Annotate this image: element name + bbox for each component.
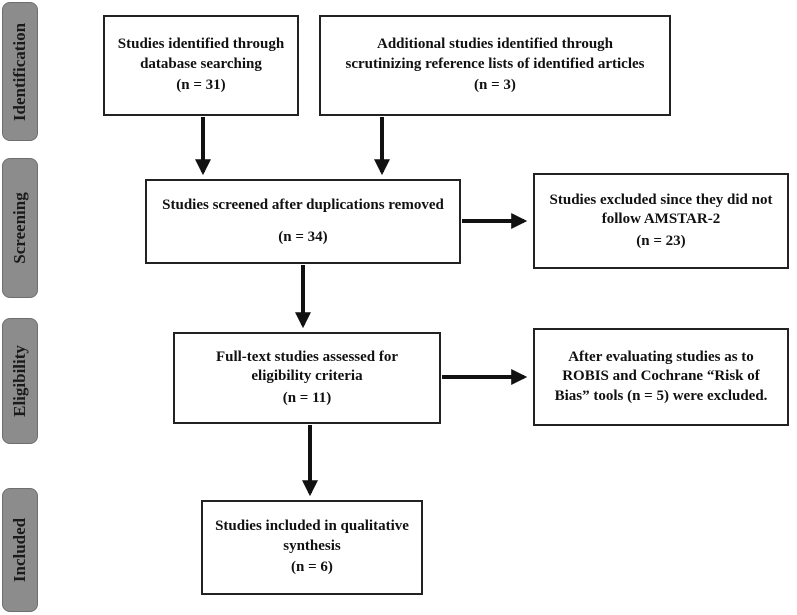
box-additional-line1: Additional studies identified through — [376, 36, 614, 53]
box-database-count: (n = 31) — [176, 77, 226, 94]
phase-identification-label: Identification — [2, 2, 38, 141]
box-additional-studies: Additional studies identified through sc… — [319, 15, 671, 116]
box-screened-line1: Studies screened after duplications remo… — [162, 197, 444, 213]
box-additional-line2: scrutinizing reference lists of identifi… — [345, 55, 645, 72]
box-screened-count: (n = 34) — [278, 228, 328, 245]
box-included: Studies included in qualitative synthesi… — [201, 500, 423, 595]
box-included-line1: Studies included in qualitative — [215, 518, 409, 535]
box-database-line1: Studies identified through — [117, 36, 285, 53]
box-fulltext-line1: Full-text studies assessed for — [215, 348, 399, 365]
box-fulltext-count: (n = 11) — [282, 389, 332, 406]
box-fulltext: Full-text studies assessed for eligibili… — [173, 332, 441, 424]
box-excluded-robis-line3: Bias” tools (n = 5) were excluded. — [554, 387, 768, 404]
box-included-line2: synthesis — [283, 537, 341, 554]
box-excluded-amstar-line1: Studies excluded since they did not — [549, 191, 773, 208]
box-excluded-robis-line2: ROBIS and Cochrane “Risk of — [562, 368, 760, 385]
box-database-line2: database searching — [140, 55, 262, 72]
phase-screening-label: Screening — [2, 158, 38, 298]
box-excluded-amstar-line2: follow AMSTAR-2 — [601, 211, 721, 228]
phase-eligibility-label: Eligibility — [2, 318, 38, 444]
box-excluded-robis: After evaluating studies as to ROBIS and… — [533, 328, 789, 426]
box-screened: Studies screened after duplications remo… — [145, 179, 461, 264]
box-excluded-amstar-count: (n = 23) — [636, 232, 686, 249]
box-excluded-amstar: Studies excluded since they did not foll… — [533, 173, 789, 269]
box-excluded-robis-line1: After evaluating studies as to — [568, 348, 754, 365]
box-included-count: (n = 6) — [291, 559, 333, 576]
box-database-search: Studies identified through database sear… — [103, 15, 299, 116]
phase-included-label: Included — [2, 488, 38, 612]
box-fulltext-line2: eligibility criteria — [251, 368, 363, 385]
box-additional-count: (n = 3) — [474, 77, 516, 94]
